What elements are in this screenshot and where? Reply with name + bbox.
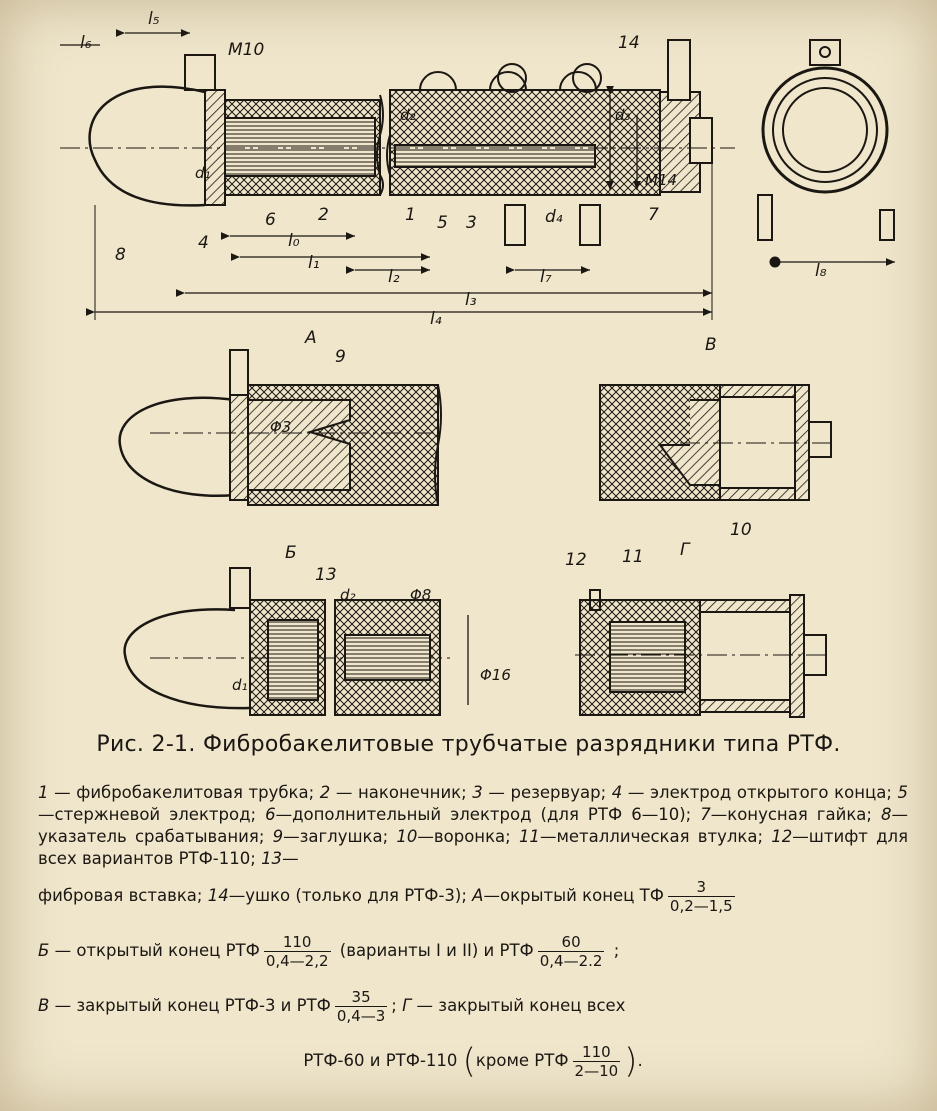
legend-paragraph-2: фибровая вставка; 14—ушко (только для РТ… [38, 878, 735, 915]
label-4: 4 [198, 233, 209, 253]
label-l5: l₅ [148, 9, 160, 29]
label-phi3: Φ3 [270, 418, 291, 436]
label-14: 14 [618, 33, 640, 53]
label-11: 11 [622, 547, 644, 567]
detail-A-drawing [118, 349, 442, 506]
label-1: 1 [405, 205, 416, 225]
label-d1-b: d₁ [232, 676, 248, 694]
label-l7: l₇ [540, 267, 552, 287]
label-phi8: Φ8 [410, 586, 431, 604]
label-section-a: А [304, 328, 317, 348]
drawing-labels: l₆ l₅ M10 14 d₂ d₃ M14 d₁ 8 4 6 2 1 5 3 … [80, 9, 827, 694]
label-l8: l₈ [815, 261, 827, 281]
label-7: 7 [648, 205, 659, 225]
figure-caption: Рис. 2-1. Фибробакелитовые трубчатые раз… [96, 732, 841, 757]
label-d4: d₄ [545, 207, 563, 227]
detail-V-drawing [599, 384, 832, 501]
label-l4: l₄ [430, 309, 442, 329]
label-d2-b: d₂ [340, 586, 356, 604]
label-6: 6 [265, 210, 276, 230]
label-l1: l₁ [308, 253, 320, 273]
label-9: 9 [335, 347, 346, 367]
label-d1: d₁ [195, 164, 211, 182]
detail-B-drawing [123, 567, 469, 716]
label-3: 3 [466, 213, 477, 233]
label-d2: d₂ [400, 106, 416, 124]
label-13: 13 [315, 565, 337, 585]
label-2: 2 [318, 205, 329, 225]
label-l0: l₀ [288, 231, 300, 251]
label-l2: l₂ [388, 267, 400, 287]
label-section-g: Г [680, 540, 691, 560]
label-phi16: Φ16 [480, 666, 511, 684]
label-8: 8 [115, 245, 126, 265]
main-assembly-drawing [60, 29, 735, 320]
label-5: 5 [437, 213, 448, 233]
technical-drawing: l₆ l₅ M10 14 d₂ d₃ M14 d₁ 8 4 6 2 1 5 3 … [60, 9, 895, 718]
legend-paragraph-1: 1 — фибробакелитовая трубка; 2 — наконеч… [38, 783, 909, 868]
figure-legend: 1 — фибробакелитовая трубка; 2 — наконеч… [38, 782, 908, 1080]
label-d3: d₃ [615, 106, 631, 124]
label-10: 10 [730, 520, 752, 540]
label-section-v: В [705, 335, 717, 355]
label-12: 12 [565, 550, 587, 570]
label-l6: l₆ [80, 33, 92, 53]
end-view-drawing [757, 39, 895, 268]
label-m14: M14 [645, 171, 677, 189]
label-l3: l₃ [465, 290, 477, 310]
detail-G-drawing [575, 589, 830, 718]
label-m10: M10 [228, 40, 264, 60]
label-section-b: Б [285, 543, 297, 563]
